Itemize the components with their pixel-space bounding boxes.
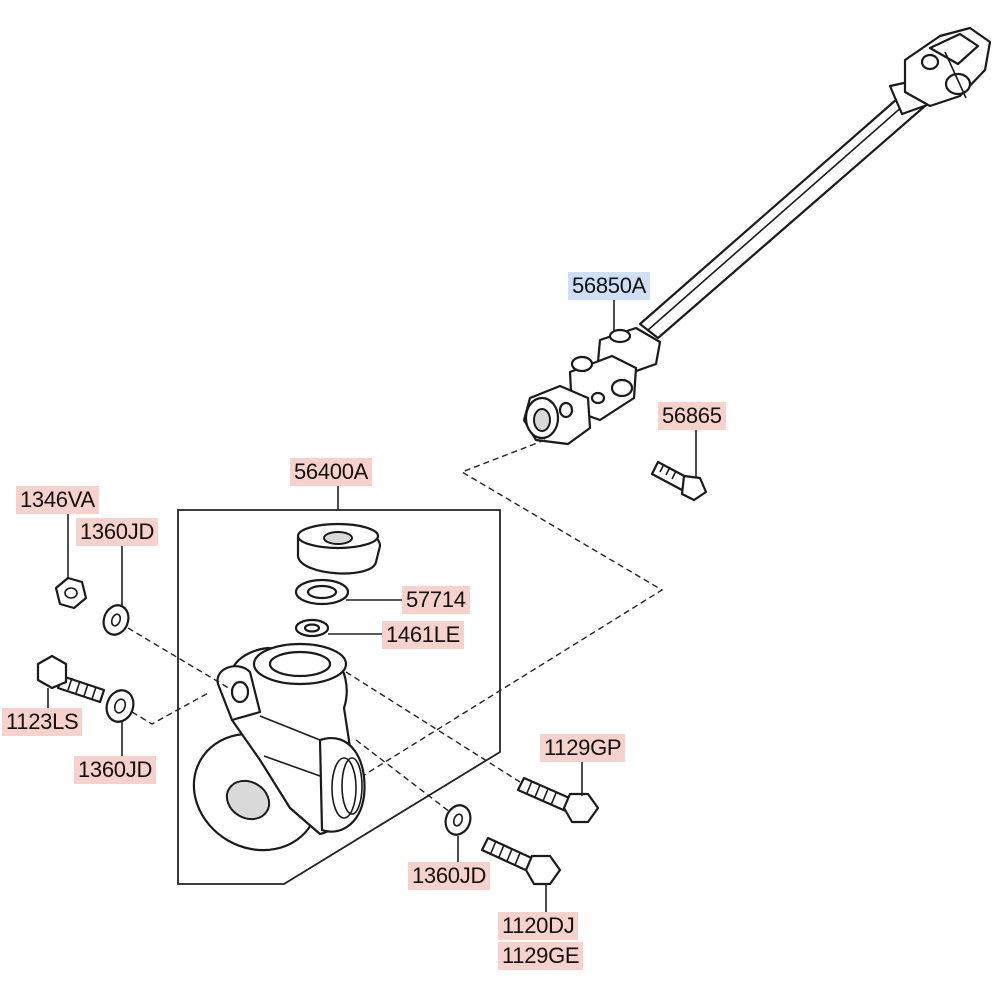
hex-bolt-bottom[interactable]	[480, 836, 562, 886]
label-57714[interactable]: 57714	[402, 586, 470, 614]
label-1461LE[interactable]: 1461LE	[382, 621, 465, 649]
oil-seal[interactable]	[294, 578, 350, 606]
label-1346VA[interactable]: 1346VA	[16, 486, 99, 514]
label-1360JD-left[interactable]: 1360JD	[74, 756, 157, 784]
label-1360JD-bottom[interactable]: 1360JD	[408, 862, 491, 890]
label-56865[interactable]: 56865	[658, 402, 726, 430]
bearing-cap[interactable]	[296, 522, 382, 575]
washer-bottom[interactable]	[442, 802, 475, 838]
label-1120DJ[interactable]: 1120DJ	[498, 912, 579, 940]
label-1129GP[interactable]: 1129GP	[540, 734, 626, 762]
label-1129GE[interactable]: 1129GE	[498, 942, 584, 970]
gear-box-body[interactable]	[173, 642, 366, 872]
hex-nut[interactable]	[54, 576, 88, 610]
label-56400A[interactable]: 56400A	[290, 458, 373, 486]
hex-bolt-right[interactable]	[516, 776, 600, 824]
label-56850A[interactable]: 56850A	[568, 272, 651, 300]
shaft-bolt[interactable]	[650, 460, 708, 502]
washer-upper[interactable]	[100, 602, 133, 638]
yoke-alignment-line	[339, 439, 664, 791]
intermediate-shaft[interactable]	[522, 26, 992, 446]
hex-bolt-left[interactable]	[36, 654, 106, 704]
assembly-frame	[177, 509, 501, 885]
bearing-ring[interactable]	[294, 618, 330, 638]
label-1123LS[interactable]: 1123LS	[2, 708, 83, 736]
washer-lower-left[interactable]	[102, 687, 137, 726]
label-1360JD-upper[interactable]: 1360JD	[76, 518, 159, 546]
